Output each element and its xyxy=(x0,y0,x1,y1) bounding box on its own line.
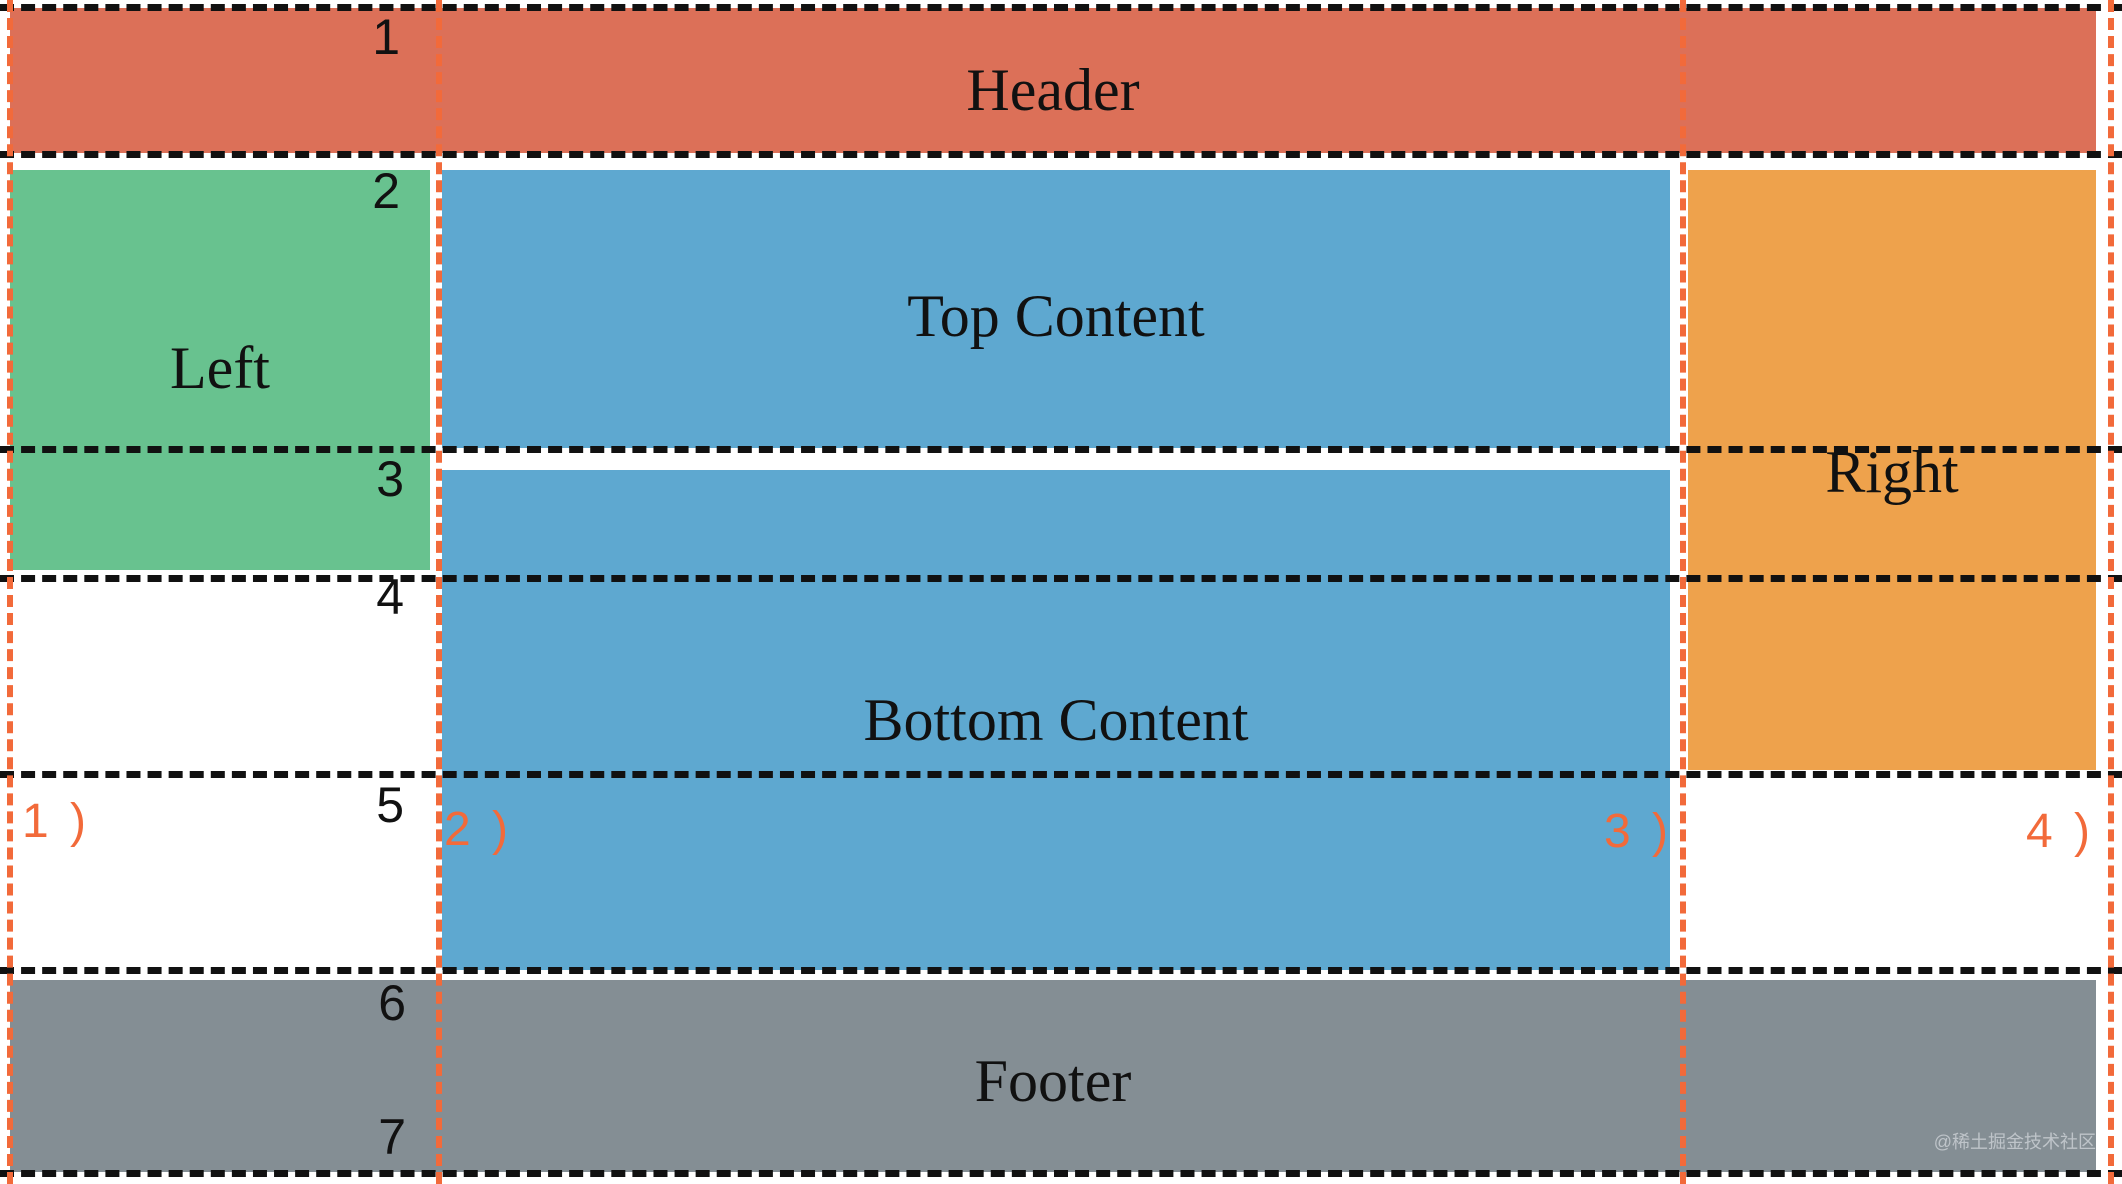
row-number-1: 1 xyxy=(372,9,400,65)
row-number-7: 7 xyxy=(378,1109,406,1165)
row-line-1 xyxy=(0,4,2122,11)
column-number-2: 2 ) xyxy=(444,803,513,856)
row-line-4 xyxy=(0,575,2122,582)
row-number-6: 6 xyxy=(378,975,406,1031)
row-line-7 xyxy=(0,1170,2122,1177)
right-area: Right xyxy=(1688,170,2096,770)
column-line-4 xyxy=(2108,0,2114,1184)
left-area: Left xyxy=(10,170,430,570)
top-content-area: Top Content xyxy=(442,170,1670,448)
row-line-6 xyxy=(0,967,2122,974)
row-number-3: 3 xyxy=(376,451,404,507)
bottom-content-label: Bottom Content xyxy=(863,687,1249,753)
row-number-5: 5 xyxy=(376,777,404,833)
watermark-text: @稀土掘金技术社区 xyxy=(1933,1132,2096,1152)
column-number-1: 1 ) xyxy=(22,795,91,848)
column-line-1 xyxy=(7,0,13,1184)
row-line-3 xyxy=(0,446,2122,453)
left-label: Left xyxy=(170,335,270,401)
footer-area: Footer xyxy=(10,980,2096,1172)
column-line-2 xyxy=(436,0,442,1184)
row-line-2 xyxy=(0,151,2122,158)
row-number-4: 4 xyxy=(376,569,404,625)
header-label: Header xyxy=(966,57,1140,123)
column-line-3 xyxy=(1680,0,1686,1184)
column-number-3: 3 ) xyxy=(1604,805,1673,858)
header-area: Header xyxy=(10,8,2096,153)
footer-label: Footer xyxy=(974,1048,1132,1114)
top-content-label: Top Content xyxy=(907,283,1205,349)
column-number-4: 4 ) xyxy=(2026,805,2095,858)
bottom-content-area: Bottom Content xyxy=(442,470,1670,970)
row-number-2: 2 xyxy=(372,163,400,219)
row-line-5 xyxy=(0,771,2122,778)
